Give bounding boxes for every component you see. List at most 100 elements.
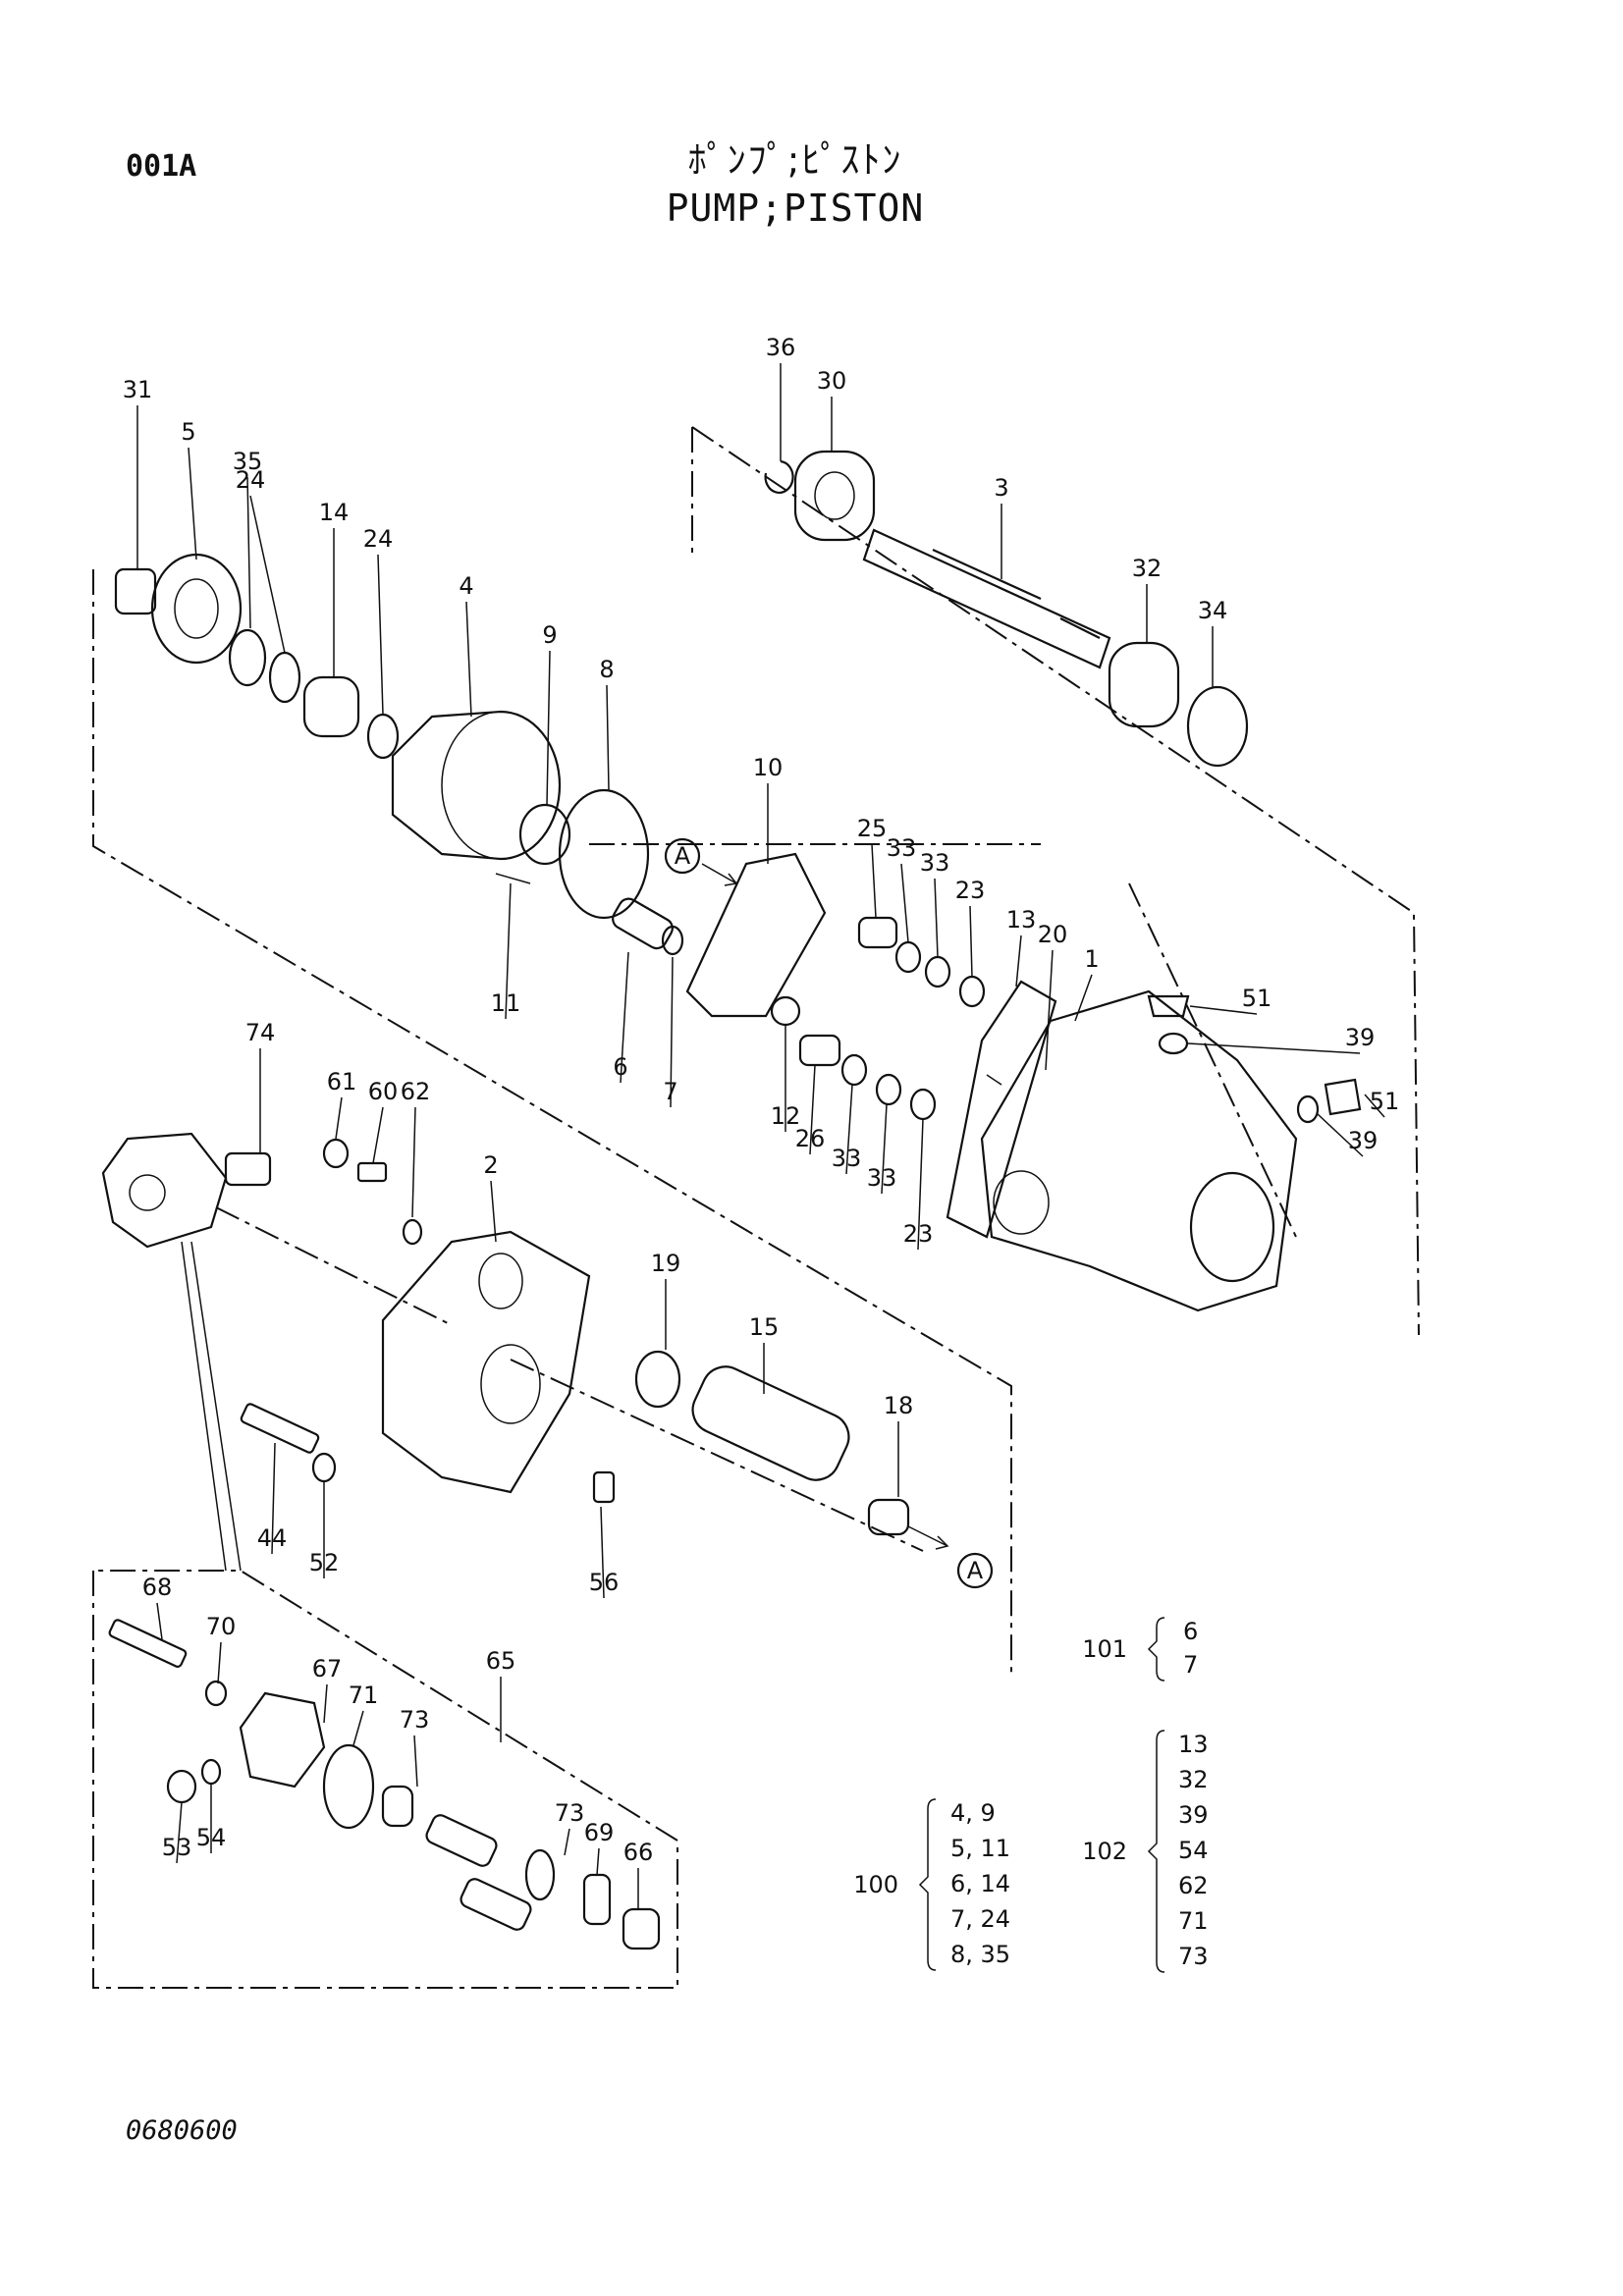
reference-mark-A: A bbox=[675, 842, 691, 870]
callout-39: 39 bbox=[1348, 1127, 1379, 1154]
washer-52 bbox=[311, 1452, 337, 1483]
drawing-number: 0680600 bbox=[126, 2115, 238, 2146]
callout-leader bbox=[490, 1180, 497, 1243]
callout-leader bbox=[465, 601, 472, 718]
callout-62: 62 bbox=[401, 1078, 431, 1105]
spacer-24a bbox=[268, 651, 301, 704]
kit-item: 4, 9 bbox=[950, 1799, 996, 1827]
callout-leader bbox=[1317, 1113, 1364, 1157]
callout-33: 33 bbox=[867, 1164, 897, 1192]
callout-54: 54 bbox=[196, 1824, 227, 1851]
plug-51b bbox=[1324, 1078, 1362, 1116]
shaft-group bbox=[764, 450, 1249, 768]
callout-leader bbox=[1015, 934, 1022, 988]
reference-marks bbox=[701, 863, 949, 1550]
callout-leader bbox=[969, 905, 973, 978]
kit-item: 6 bbox=[1183, 1618, 1198, 1645]
callout-leader bbox=[249, 495, 286, 654]
callout-39: 39 bbox=[1345, 1024, 1376, 1051]
callout-32: 32 bbox=[1132, 555, 1163, 582]
callout-15: 15 bbox=[749, 1313, 780, 1341]
callout-33: 33 bbox=[832, 1145, 862, 1172]
callout-35: 35 bbox=[233, 448, 263, 475]
callout-19: 19 bbox=[651, 1250, 681, 1277]
callout-18: 18 bbox=[884, 1392, 914, 1419]
reference-mark-circle bbox=[664, 837, 701, 875]
gear-pump-port bbox=[129, 1174, 166, 1211]
callout-73: 73 bbox=[555, 1799, 585, 1827]
cylinder-block-4 bbox=[391, 710, 562, 861]
callout-leader bbox=[1187, 1042, 1361, 1054]
callout-numbers: 1234567891011121314151819202323242425263… bbox=[123, 334, 1400, 1866]
callout-36: 36 bbox=[766, 334, 796, 361]
callout-33: 33 bbox=[920, 849, 950, 877]
kit-item: 73 bbox=[1178, 1943, 1209, 1970]
o-ring-54 bbox=[200, 1758, 222, 1786]
retainer-plate-8 bbox=[558, 788, 650, 920]
callout-13: 13 bbox=[1006, 906, 1037, 934]
ref-a-arrow-bottom bbox=[907, 1525, 949, 1550]
elbow-74 bbox=[224, 1151, 272, 1187]
swash-plate-10 bbox=[685, 852, 827, 1018]
callout-leader bbox=[809, 1064, 816, 1155]
callout-leader bbox=[188, 447, 197, 561]
seat-19 bbox=[634, 1350, 681, 1409]
washer-33c bbox=[840, 1053, 868, 1087]
kit-item: 62 bbox=[1178, 1872, 1209, 1899]
callout-53: 53 bbox=[162, 1834, 192, 1861]
callout-69: 69 bbox=[584, 1819, 615, 1846]
callout-65: 65 bbox=[486, 1647, 516, 1675]
bearing-30 bbox=[793, 450, 876, 542]
valve-block-group bbox=[101, 1132, 910, 1536]
callout-leader bbox=[900, 863, 909, 943]
snap-ring-36 bbox=[764, 459, 794, 495]
callout-34: 34 bbox=[1198, 597, 1228, 624]
callout-leader bbox=[176, 1801, 183, 1864]
callout-leader bbox=[335, 1096, 343, 1140]
callout-leader bbox=[934, 878, 939, 958]
callout-6: 6 bbox=[613, 1053, 627, 1081]
kit-bracket-102 bbox=[1147, 1730, 1165, 1973]
bushing-73a bbox=[381, 1785, 414, 1828]
piston-26 bbox=[798, 1034, 841, 1067]
plate-5-slot bbox=[174, 578, 219, 639]
drive-gear bbox=[425, 1814, 498, 1867]
snap-ring-35 bbox=[228, 628, 267, 687]
plug-53 bbox=[166, 1769, 197, 1804]
pin-11 bbox=[495, 873, 531, 884]
callout-leader bbox=[246, 476, 251, 629]
callout-leader bbox=[156, 1602, 163, 1640]
callout-leader bbox=[1074, 974, 1093, 1022]
callout-12: 12 bbox=[771, 1102, 801, 1130]
casing-1-bore bbox=[1189, 1171, 1275, 1283]
piston-6 bbox=[612, 897, 674, 950]
needle-bearing-31 bbox=[114, 567, 157, 615]
callout-8: 8 bbox=[599, 656, 614, 683]
callout-leader bbox=[1364, 1094, 1385, 1118]
spherical-bush-9 bbox=[518, 803, 571, 866]
shaft-3 bbox=[862, 528, 1111, 669]
callout-31: 31 bbox=[123, 376, 153, 403]
pin-56 bbox=[592, 1470, 616, 1504]
callout-26: 26 bbox=[795, 1125, 826, 1152]
callout-60: 60 bbox=[368, 1078, 399, 1105]
shoe-7 bbox=[661, 925, 684, 956]
spacer-24b bbox=[366, 713, 400, 760]
callout-leader bbox=[600, 1506, 605, 1599]
casing-1-port bbox=[993, 1170, 1050, 1235]
callout-51: 51 bbox=[1370, 1088, 1400, 1115]
washer-33a bbox=[894, 940, 922, 974]
socket-bolt-44 bbox=[240, 1403, 320, 1454]
seal-73b bbox=[524, 1848, 556, 1901]
callout-5: 5 bbox=[181, 418, 195, 446]
callout-56: 56 bbox=[589, 1569, 620, 1596]
o-ring-62 bbox=[402, 1218, 423, 1246]
bearing-30-bore bbox=[814, 471, 855, 520]
kit-item: 54 bbox=[1178, 1837, 1209, 1864]
callout-10: 10 bbox=[753, 754, 784, 781]
title-english: PUMP;PISTON bbox=[666, 187, 925, 230]
valve-block-2-port-b bbox=[480, 1344, 541, 1424]
kit-item: 8, 35 bbox=[950, 1941, 1010, 1968]
